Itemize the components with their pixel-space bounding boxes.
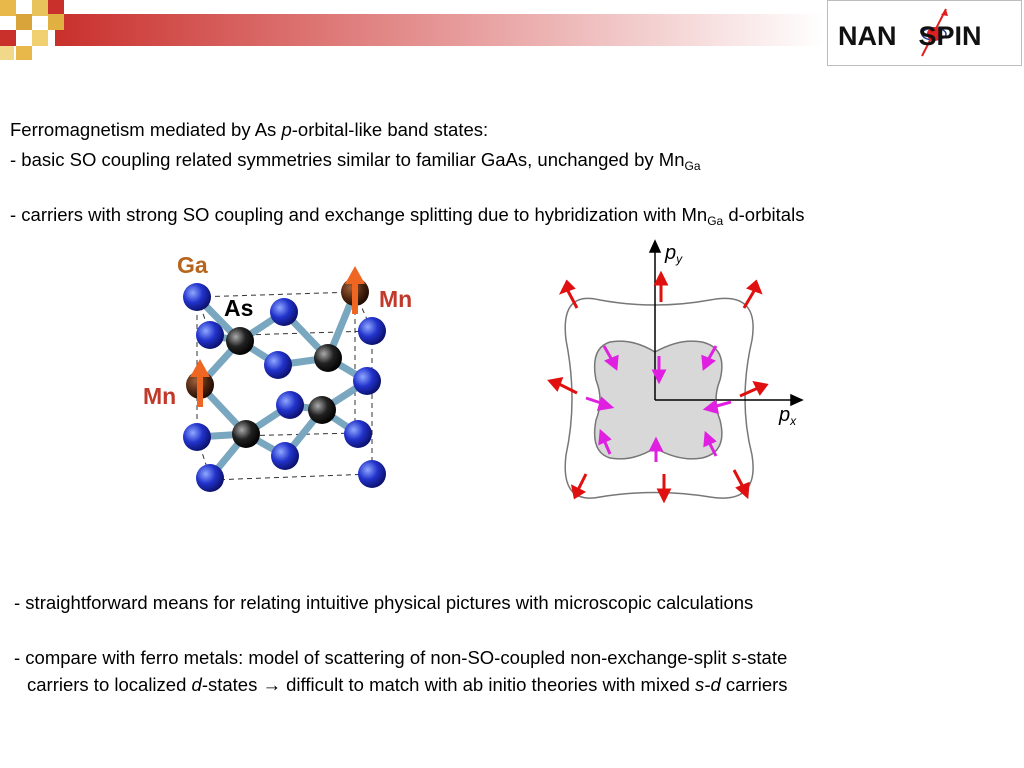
- logo-spin-icon: [921, 8, 948, 57]
- label-mn-left: Mn: [143, 383, 177, 409]
- bullet-compare-line1: - compare with ferro metals: model of sc…: [14, 647, 788, 668]
- header-decoration: [0, 0, 825, 60]
- bullet-intuitive: - straightforward means for relating int…: [14, 592, 754, 613]
- label-ga: Ga: [177, 252, 208, 278]
- label-mn-right: Mn: [379, 286, 413, 312]
- bullet-compare-line2: carriers to localized d-states → difficu…: [27, 674, 788, 695]
- arrow-right-icon: →: [262, 674, 281, 695]
- label-py: py: [665, 242, 683, 266]
- bullet-carriers: - carriers with strong SO coupling and e…: [10, 204, 805, 228]
- label-as: As: [224, 295, 254, 321]
- bullet-symmetries: - basic SO coupling related symmetries s…: [10, 149, 701, 173]
- label-px: px: [779, 404, 797, 428]
- heading-line: Ferromagnetism mediated by As p-orbital-…: [10, 119, 489, 140]
